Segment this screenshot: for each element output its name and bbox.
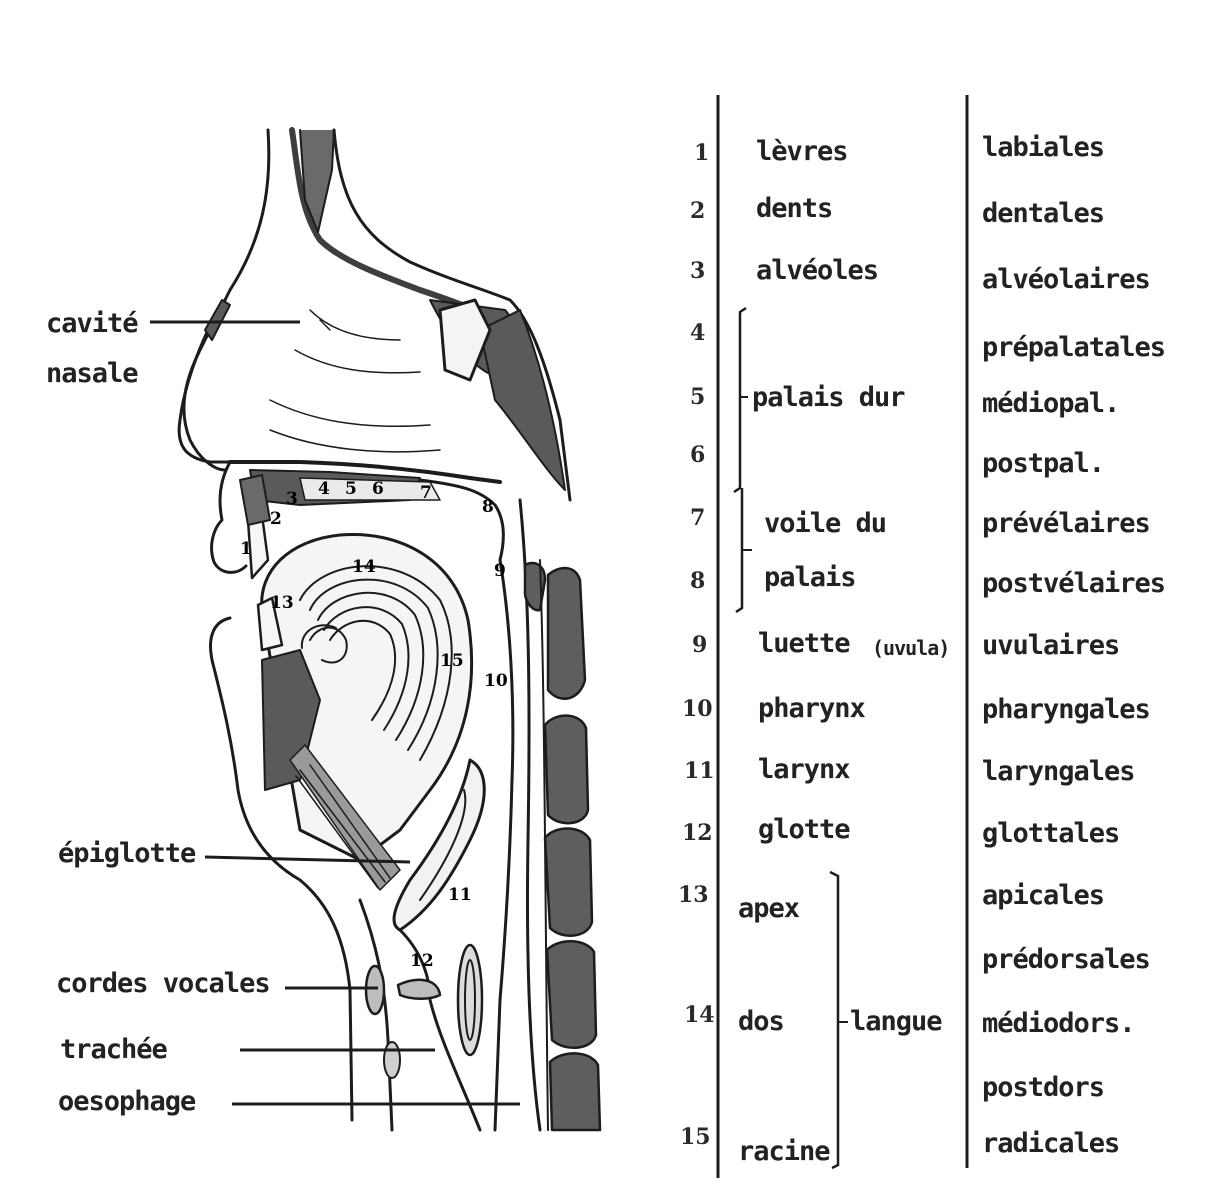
place-predorsales: prédorsales (982, 944, 1150, 975)
place-postdors: postdors (982, 1072, 1104, 1103)
organ-levres: lèvres (756, 136, 848, 167)
table-num-12: 12 (682, 820, 713, 846)
place-glottales: glottales (982, 818, 1119, 849)
organ-voile-line1: voile du (764, 508, 886, 539)
table-num-1: 1 (694, 140, 709, 166)
place-labiales: labiales (982, 132, 1104, 163)
place-mediodors: médiodors. (982, 1008, 1135, 1039)
organ-larynx: larynx (758, 754, 850, 785)
esophagus-ring (458, 945, 482, 1055)
label-trachee: trachée (60, 1034, 167, 1065)
table-num-10: 10 (682, 696, 713, 722)
table-num-4: 4 (690, 320, 705, 346)
vertebra-5 (550, 1053, 600, 1130)
place-pharyngales: pharyngales (982, 694, 1150, 725)
diag-num-10: 10 (484, 671, 508, 691)
label-cavite-nasale-line2: nasale (46, 358, 138, 389)
place-apicales: apicales (982, 880, 1104, 911)
table-num-15: 15 (680, 1124, 711, 1150)
organ-pharynx: pharynx (758, 693, 865, 724)
nostril-dark (205, 300, 230, 340)
place-laryngales: laryngales (982, 756, 1135, 787)
vocal-fold-right (398, 980, 440, 999)
pharynx-wall (495, 560, 513, 1130)
organ-alveoles: alvéoles (756, 255, 878, 286)
langue-bracket (830, 872, 838, 1168)
organ-glotte: glotte (758, 814, 850, 845)
table-num-8: 8 (690, 568, 705, 594)
diag-num-13: 13 (270, 593, 294, 613)
diag-num-3: 3 (286, 489, 298, 509)
diag-num-14: 14 (352, 557, 376, 577)
place-prevelaires: prévélaires (982, 508, 1150, 539)
diag-num-1: 1 (240, 539, 252, 559)
cricoid-ring (384, 1042, 400, 1078)
diag-num-2: 2 (270, 509, 282, 529)
organ-langue: langue (850, 1006, 942, 1037)
table-num-14: 14 (684, 1002, 715, 1028)
place-dentales: dentales (982, 198, 1104, 229)
nasal-concha-lines (270, 310, 440, 452)
palais-bracket (734, 308, 746, 492)
label-cavite-nasale-line1: cavité (46, 308, 138, 339)
table-num-11: 11 (684, 758, 715, 784)
table-num-5: 5 (690, 384, 705, 410)
place-prepalatales: prépalatales (982, 332, 1165, 363)
sphenoid-wedge (480, 310, 565, 490)
organ-uvula: (uvula) (872, 636, 949, 660)
vertebra-2 (545, 716, 588, 824)
table-num-2: 2 (690, 198, 705, 224)
organ-dos: dos (738, 1006, 784, 1037)
label-oesophage: oesophage (58, 1086, 195, 1117)
place-postvelaires: postvélaires (982, 568, 1165, 599)
diag-num-7: 7 (420, 483, 432, 503)
organ-luette: luette (758, 628, 850, 659)
place-uvulaires: uvulaires (982, 630, 1119, 661)
vertebra-4 (547, 941, 596, 1048)
nasal-septum (300, 130, 334, 232)
diag-num-8: 8 (482, 497, 494, 517)
organ-palais-dur: palais dur (752, 382, 905, 413)
vertebra-1 (548, 568, 585, 699)
diag-num-15: 15 (440, 651, 464, 671)
place-alveolaires: alvéolaires (982, 264, 1150, 295)
table-num-13: 13 (678, 882, 709, 908)
diag-num-4: 4 (318, 479, 330, 499)
diag-num-6: 6 (372, 479, 384, 499)
vocal-fold-left (366, 966, 384, 1014)
diag-num-5: 5 (345, 479, 357, 499)
organ-voile-line2: palais (764, 562, 856, 593)
place-radicales: radicales (982, 1128, 1119, 1159)
diag-num-9: 9 (494, 561, 506, 581)
diag-num-12: 12 (410, 951, 434, 971)
voile-bracket (736, 488, 742, 612)
table-num-7: 7 (690, 505, 705, 531)
diag-num-11: 11 (448, 885, 472, 905)
place-mediopal: médiopal. (982, 388, 1119, 419)
place-postpal: postpal. (982, 448, 1104, 479)
vertebra-3 (545, 828, 592, 935)
table-num-3: 3 (690, 258, 705, 284)
label-cordes-vocales: cordes vocales (56, 968, 270, 999)
organ-dents: dents (756, 193, 832, 224)
label-epiglotte: épiglotte (58, 838, 195, 869)
organ-apex: apex (738, 893, 799, 924)
table-num-9: 9 (692, 632, 707, 658)
vertebral-column (525, 563, 600, 1130)
organ-racine: racine (738, 1136, 830, 1167)
table-num-6: 6 (690, 442, 705, 468)
